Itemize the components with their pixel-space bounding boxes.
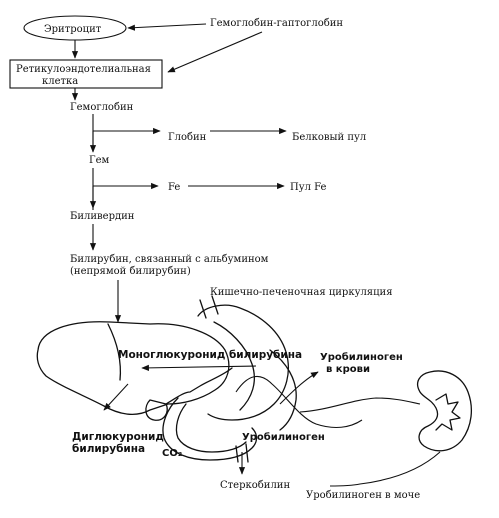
duodenum-inner [175, 403, 247, 453]
diglucuronide-label-line1: Диглюкуронид [72, 431, 164, 443]
colon-segment [235, 443, 249, 463]
hemoglobin-label: Гемоглобин [70, 102, 134, 113]
heme-label: Гем [89, 155, 110, 166]
protein-pool-label: Белковый пул [292, 132, 366, 143]
urobilinogen-blood-label-line1: Уробилиноген [320, 351, 403, 363]
urobilinogen-blood-label-line2: в крови [326, 364, 370, 375]
haptoglobin-to-cell-arrow [167, 31, 263, 73]
liver-lobe-line [107, 323, 122, 381]
globin-label: Глобин [168, 132, 207, 143]
esophagus [199, 295, 219, 319]
erythrocyte-label: Эритроцит [44, 24, 102, 35]
haptoglobin-label: Гемоглобин-гаптоглобин [210, 18, 343, 29]
re-cell-label-line2: клетка [42, 76, 78, 87]
stomach-outline [197, 304, 289, 421]
re-cell-label-line1: Ретикулоэндотелиальная [16, 64, 151, 75]
monoglucuronide-label: Моноглюкуронид билирубина [118, 349, 302, 361]
liver-outline [36, 321, 230, 416]
fe-pool-label: Пул Fe [290, 182, 327, 193]
re-cell-box [9, 59, 163, 89]
stomach-inner-line [213, 321, 255, 411]
kidney-outline [416, 370, 473, 452]
portal-return-loop [235, 375, 363, 429]
duodenum-outline [162, 397, 258, 461]
fe-label: Fe [168, 182, 180, 193]
co2-label: CO₂ [162, 448, 182, 459]
kidney-pelvis [435, 393, 461, 431]
enterohepatic-label: Кишечно-печеночная циркуляция [210, 287, 393, 298]
monoglucuronide-arrow [141, 364, 257, 371]
urobilinogen-urine-label: Уробилиноген в моче [306, 490, 420, 501]
kidney-to-urine-curve [329, 451, 441, 487]
liver-down-arrow [103, 383, 129, 411]
pancreas-outline [269, 349, 297, 431]
gallbladder [145, 399, 168, 421]
bilirubin-label-line2: (непрямой билирубин) [70, 266, 191, 277]
blood-to-kidney-curve [299, 397, 421, 413]
bile-duct [165, 367, 233, 405]
haptoglobin-arrow [127, 23, 207, 31]
biliverdin-label: Биливердин [70, 211, 135, 222]
bilirubin-label-line1: Билирубин, связанный с альбумином [70, 254, 269, 265]
diglucuronide-label-line2: билирубина [72, 443, 145, 455]
stercobilin-label: Стеркобилин [220, 480, 290, 491]
urobilinogen-label: Уробилиноген [242, 431, 325, 443]
urobilinogen-blood-arrow [279, 371, 319, 405]
